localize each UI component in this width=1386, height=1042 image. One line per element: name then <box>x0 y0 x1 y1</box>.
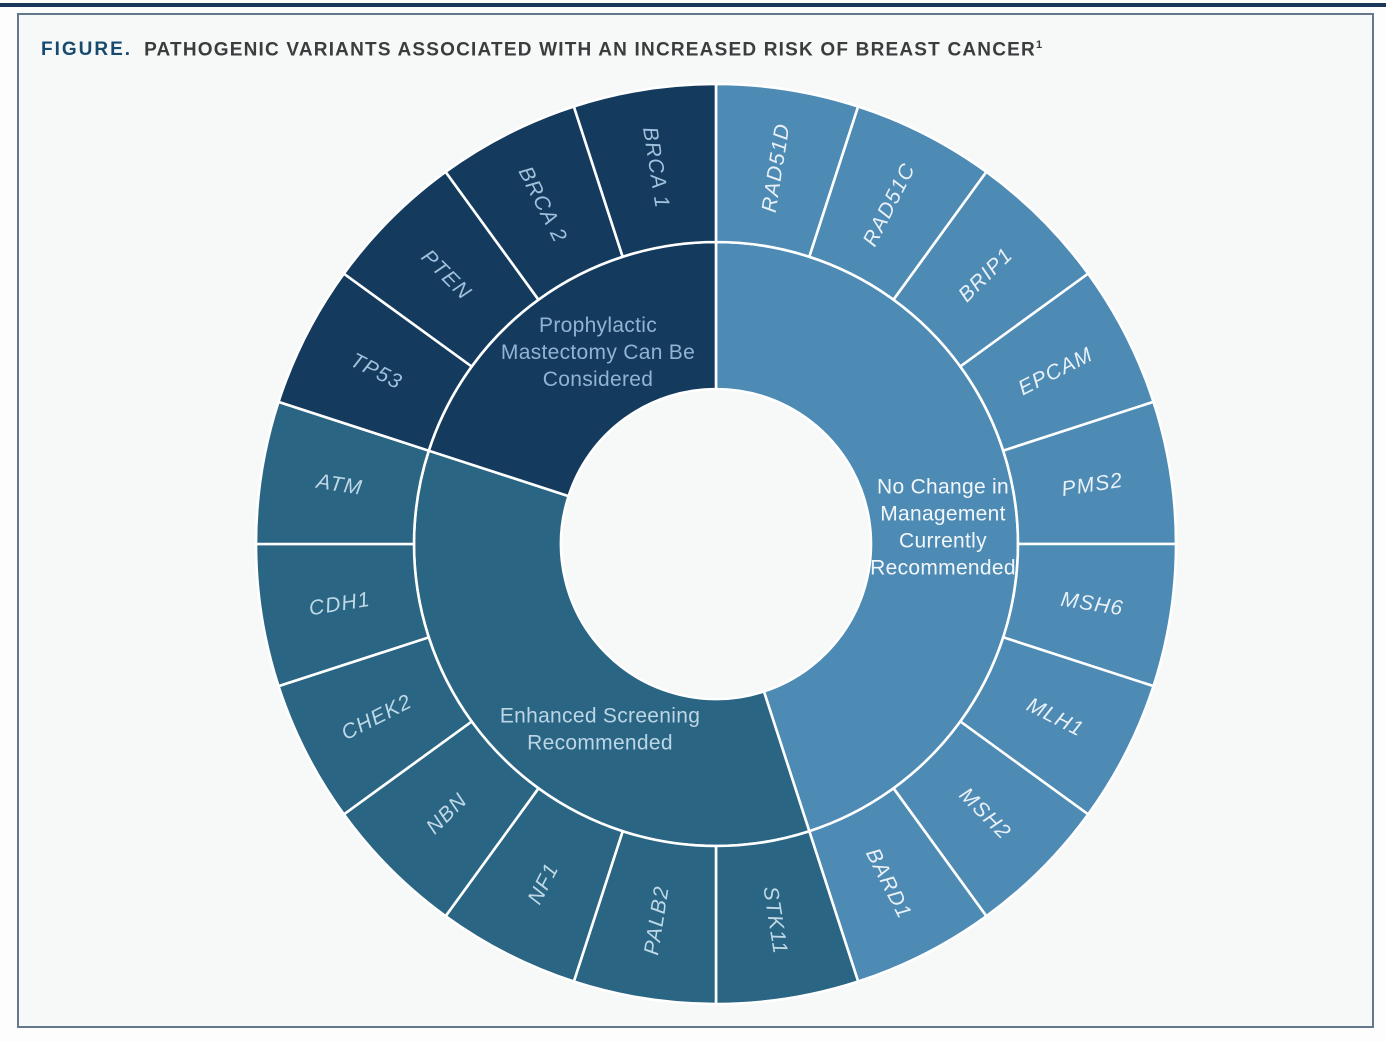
figure-title-text: PATHOGENIC VARIANTS ASSOCIATED WITH AN I… <box>144 39 1036 61</box>
figure-label: FIGURE. <box>41 39 133 61</box>
figure-title-superscript: 1 <box>1035 39 1043 51</box>
top-rule <box>0 3 1386 7</box>
gene-segment-brca-1 <box>572 82 718 259</box>
figure-card: FIGURE. PATHOGENIC VARIANTS ASSOCIATED WI… <box>17 13 1374 1028</box>
figure-title: FIGURE. PATHOGENIC VARIANTS ASSOCIATED WI… <box>41 39 1042 61</box>
